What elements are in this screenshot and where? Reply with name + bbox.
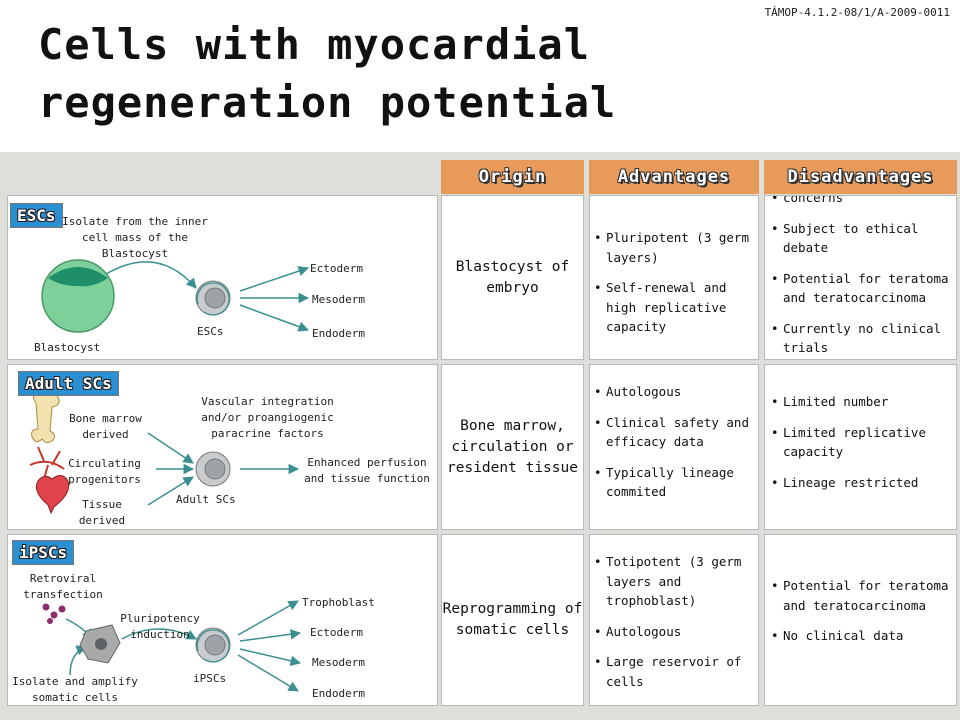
column-header-advantages: Advantages: [589, 160, 759, 194]
escs-target-mesoderm: Mesoderm: [312, 293, 365, 306]
enhanced-label: Enhanced perfusion and tissue function: [304, 456, 430, 485]
arrow-mesoderm-ips: [239, 648, 302, 666]
list-item: Pluripotent (3 germ layers): [594, 228, 754, 267]
header-code: TÁMOP-4.1.2-08/1/A-2009-0011: [764, 6, 950, 19]
arrow-ectoderm-ips: [239, 629, 302, 642]
escs-diagram-box: [7, 195, 438, 360]
list-item: Currently no clinical trials: [771, 319, 955, 358]
list-item: No clinical data: [771, 626, 952, 646]
escs-disadvantages-cell: concerns Subject to ethical debate Poten…: [764, 195, 957, 360]
ipscs-disadvantages-cell: Potential for teratoma and teratocarcino…: [764, 534, 957, 706]
list-item: Potential for teratoma and teratocarcino…: [771, 576, 952, 615]
list-item: Autologous: [594, 622, 754, 642]
escs-origin-cell: Blastocyst of embryo: [441, 195, 584, 360]
arrow-endoderm-ips: [237, 654, 299, 692]
list-item: Lineage restricted: [771, 473, 952, 493]
ipscs-advantages-list: Totipotent (3 germ layers and trophoblas…: [594, 552, 754, 691]
escs-cell-icon: [195, 280, 231, 316]
list-item: Potential for teratoma and teratocarcino…: [771, 269, 955, 308]
ipscs-target-ectoderm: Ectoderm: [310, 626, 363, 639]
page-title-line-1: Cells with myocardial: [38, 20, 591, 69]
row-label-adult: Adult SCs: [18, 371, 119, 396]
blastocyst-icon: [41, 259, 115, 333]
escs-disadvantages-list: concerns Subject to ethical debate Poten…: [771, 196, 955, 359]
ipscs-origin-cell: Reprogramming of somatic cells: [441, 534, 584, 706]
row-label-ipscs: iPSCs: [12, 540, 75, 565]
arrow-endoderm: [239, 304, 309, 332]
escs-advantages-cell: Pluripotent (3 germ layers) Self-renewal…: [589, 195, 759, 360]
list-item: concerns: [771, 196, 955, 208]
list-item: Autologous: [594, 382, 754, 402]
row-label-escs: ESCs: [10, 203, 63, 228]
ipscs-origin: Reprogramming of somatic cells: [442, 601, 583, 638]
adult-origin-cell: Bone marrow, circulation or resident tis…: [441, 364, 584, 530]
ipscs-target-mesoderm: Mesoderm: [312, 656, 365, 669]
list-item: Totipotent (3 germ layers and trophoblas…: [594, 552, 754, 611]
escs-origin: Blastocyst of embryo: [455, 258, 570, 296]
column-header-disadvantages: Disadvantages: [764, 160, 957, 194]
list-item: Clinical safety and efficacy data: [594, 413, 754, 452]
list-item: Self-renewal and high replicative capaci…: [594, 278, 754, 337]
escs-target-ectoderm: Ectoderm: [310, 262, 363, 275]
retroviral-label: Retroviral transfection: [23, 572, 103, 601]
ipscs-advantages-cell: Totipotent (3 germ layers and trophoblas…: [589, 534, 759, 706]
ipscs-diagram: [42, 600, 302, 692]
list-item: Subject to ethical debate: [771, 219, 955, 258]
page-title-line-2: regeneration potential: [38, 78, 617, 127]
arrow-trophoblast: [237, 600, 299, 636]
escs-isolate-label: Isolate from the inner cell mass of the …: [62, 215, 208, 260]
escs-advantages-list: Pluripotent (3 germ layers) Self-renewal…: [594, 228, 754, 337]
column-header-origin: Origin: [441, 160, 584, 194]
arrow-isolate: [105, 261, 197, 289]
bone-icon: [31, 389, 60, 444]
arrow-induction: [121, 628, 197, 640]
somatic-cell-icon: [79, 624, 121, 664]
arrow-bone-marrow: [147, 432, 194, 464]
adult-advantages-list: Autologous Clinical safety and efficacy …: [594, 382, 754, 502]
ipscs-cell-label: iPSCs: [193, 672, 227, 685]
vascular-label: Vascular integration and/or proangiogeni…: [201, 395, 334, 440]
escs-diagram: [41, 259, 310, 333]
arrow-ectoderm: [239, 266, 309, 292]
list-item: Limited number: [771, 392, 952, 412]
adult-advantages-cell: Autologous Clinical safety and efficacy …: [589, 364, 759, 530]
virus-icon: [42, 603, 66, 624]
adult-origin: Bone marrow, circulation or resident tis…: [447, 417, 578, 476]
circulating-label: Circulating progenitors: [68, 457, 141, 486]
adult-disadvantages-list: Limited number Limited replicative capac…: [771, 392, 952, 492]
list-item: Limited replicative capacity: [771, 423, 952, 462]
adult-cell-label: Adult SCs: [176, 493, 236, 506]
ipscs-disadvantages-list: Potential for teratoma and teratocarcino…: [771, 576, 952, 646]
ipscs-target-trophoblast: Trophoblast: [302, 596, 375, 609]
induction-label: Pluripotency induction: [120, 612, 200, 641]
isolate-somatic-label: Isolate and amplify somatic cells: [12, 675, 138, 704]
blastocyst-label: Blastocyst: [34, 341, 101, 354]
arrow-tissue: [147, 476, 194, 506]
ipscs-diagram-box: [7, 534, 438, 706]
tissue-label: Tissue derived: [78, 498, 126, 527]
adult-cell-icon: [195, 451, 231, 487]
heart-icon: [35, 475, 70, 515]
ipscs-target-endoderm: Endoderm: [312, 687, 365, 700]
escs-cell-label: ESCs: [197, 325, 224, 338]
escs-target-endoderm: Endoderm: [312, 327, 365, 340]
ipscs-cell-icon: [195, 627, 231, 663]
list-item: Large reservoir of cells: [594, 652, 754, 691]
adult-disadvantages-cell: Limited number Limited replicative capac…: [764, 364, 957, 530]
list-item: Typically lineage commited: [594, 463, 754, 502]
bone-marrow-label: Bone marrow derived: [69, 412, 142, 441]
